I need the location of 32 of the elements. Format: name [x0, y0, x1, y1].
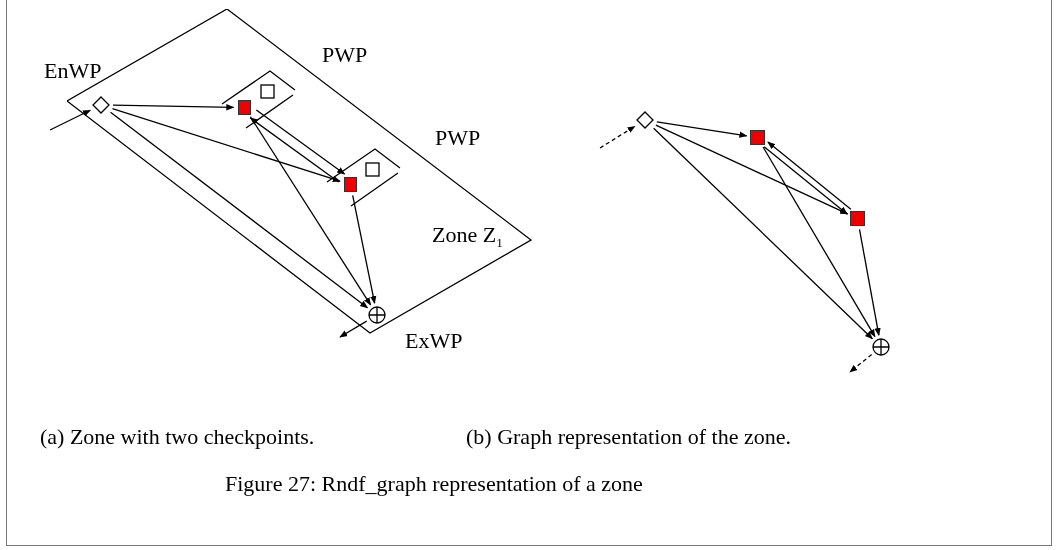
- exit-waypoint-circle: [368, 306, 386, 324]
- arrow: [111, 108, 341, 182]
- arrow: [339, 320, 368, 338]
- arrow: [656, 121, 748, 138]
- entry-waypoint-diamond: [636, 111, 654, 129]
- waypoint-label: EnWP: [44, 60, 102, 82]
- zone-label: Zone Z$_{1}$: [432, 224, 503, 249]
- entry-waypoint-diamond: [92, 96, 110, 114]
- checkpoint-square: [850, 211, 865, 226]
- figure-caption: Figure 27: Rndf_graph representation of a zone: [225, 473, 643, 495]
- checkpoint-square: [238, 100, 251, 115]
- arrow: [49, 109, 91, 131]
- subfigure-caption: (b) Graph representation of the zone.: [466, 426, 791, 448]
- arrow: [112, 104, 235, 111]
- arrow: [762, 146, 876, 338]
- arrow: [655, 124, 849, 215]
- arrow: [249, 116, 372, 306]
- arrow: [599, 125, 636, 149]
- checkpoint-square: [344, 177, 357, 192]
- arrow: [109, 111, 369, 309]
- arrow: [858, 228, 881, 336]
- arrow: [352, 194, 377, 304]
- waypoint-label: PWP: [322, 44, 368, 66]
- arrow: [249, 117, 340, 183]
- arrow: [849, 353, 873, 373]
- exit-waypoint-circle: [872, 338, 890, 356]
- checkpoint-square: [750, 130, 765, 145]
- waypoint-label: ExWP: [405, 330, 463, 352]
- arrow: [653, 127, 873, 340]
- subfigure-caption: (a) Zone with two checkpoints.: [40, 426, 315, 448]
- arrow: [255, 109, 346, 175]
- waypoint-label: PWP: [435, 127, 481, 149]
